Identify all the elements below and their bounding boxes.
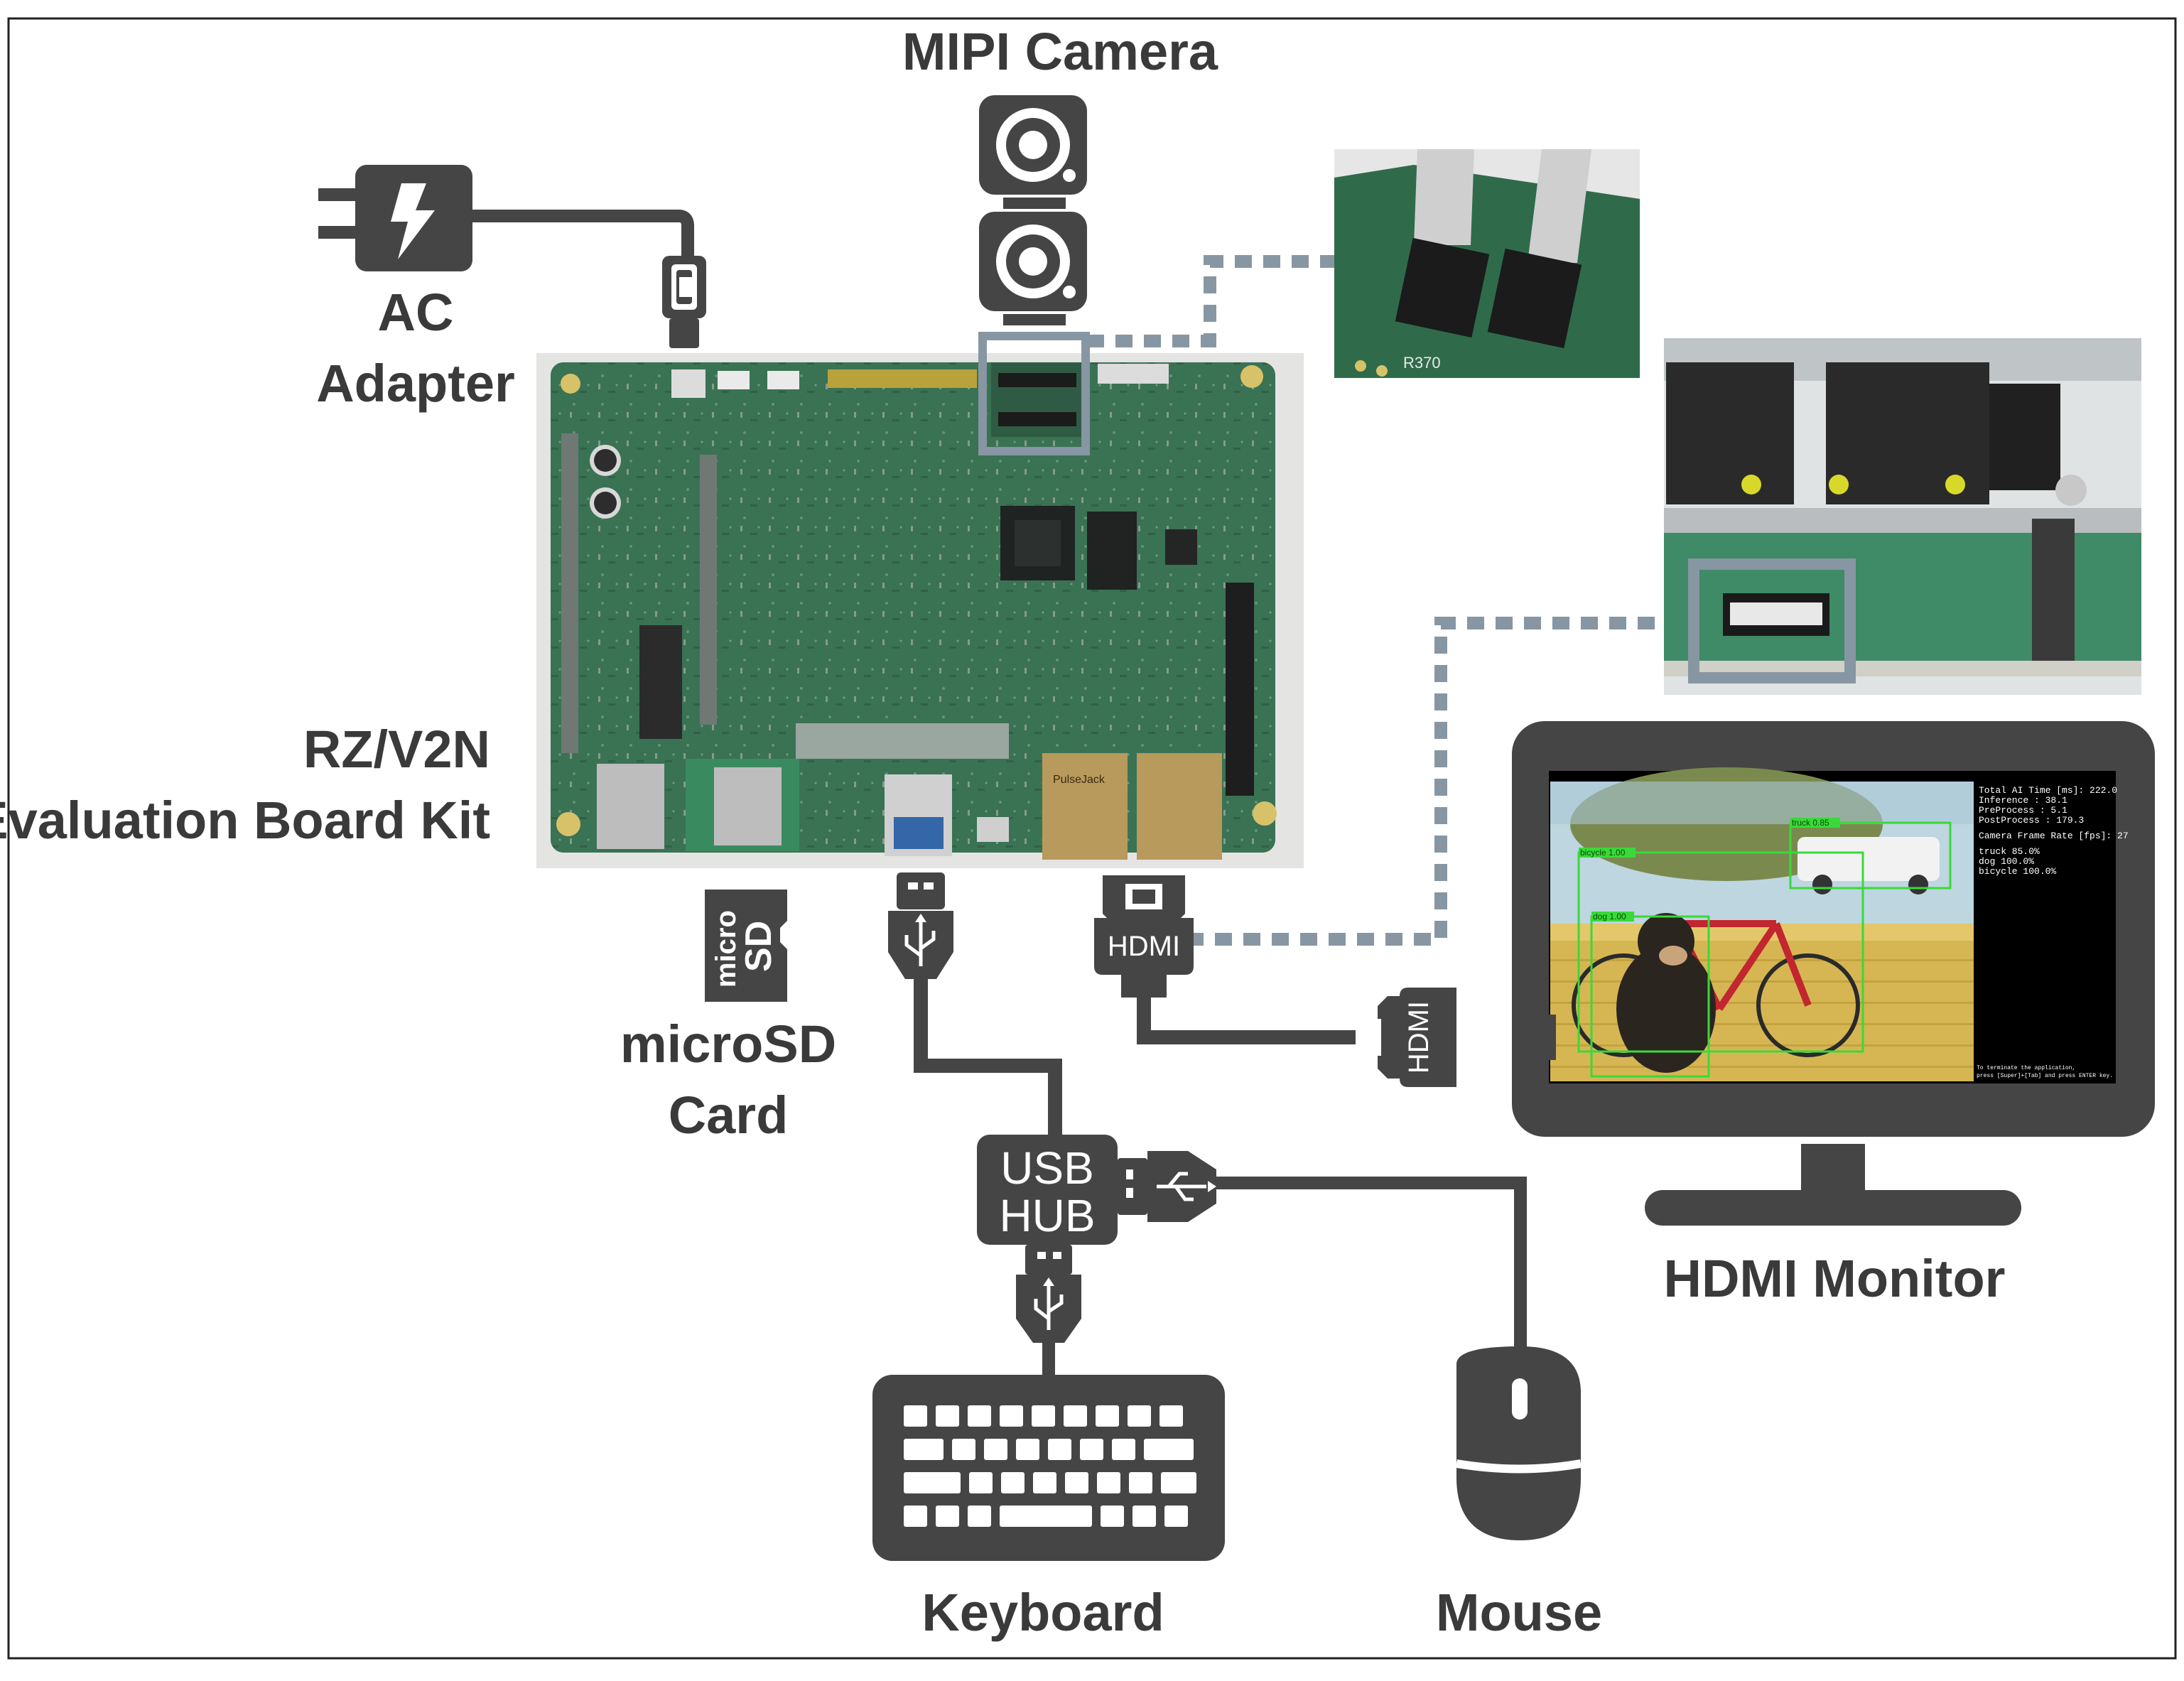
keyboard-key xyxy=(969,1472,993,1493)
label-mipi-camera: MIPI Camera xyxy=(902,22,1218,81)
usb-a-plug-icon xyxy=(1016,1245,1081,1343)
screen-footer-line-2: press [Super]+[Tab] and press ENTER key. xyxy=(1977,1073,2113,1079)
keyboard-key xyxy=(1144,1439,1194,1460)
usb-a-plug-icon xyxy=(888,872,953,979)
label-card: Card xyxy=(669,1086,789,1145)
stat-inference: Inference : 38.1 xyxy=(1979,795,2067,806)
camera-icon xyxy=(979,212,1087,325)
stat-truck: truck 85.0% xyxy=(1979,846,2040,857)
keyboard-key xyxy=(1159,1405,1183,1427)
keyboard-key xyxy=(1000,1506,1092,1527)
detection-box-truck xyxy=(1789,821,1952,890)
label-hdmi-monitor: HDMI Monitor xyxy=(1664,1249,2006,1308)
keyboard-key xyxy=(1161,1472,1196,1493)
usb-hub-label-line-2: HUB xyxy=(999,1190,1095,1241)
label-board-name: RZ/V2N xyxy=(303,720,490,779)
detection-box-bicycle xyxy=(1577,851,1864,1053)
hdmi-cable-board-to-monitor xyxy=(1137,995,1375,1044)
label-ac: AC xyxy=(378,283,454,342)
label-keyboard: Keyboard xyxy=(921,1583,1164,1642)
stat-total-ai-time: Total AI Time [ms]: 222.0 xyxy=(1979,785,2117,796)
diagram-frame xyxy=(7,17,2177,1660)
keyboard-key xyxy=(1032,1405,1055,1427)
camera-connector-highlight xyxy=(978,332,1090,455)
usb-hub-label-line-1: USB xyxy=(1000,1142,1094,1194)
keyboard-key xyxy=(1164,1506,1188,1527)
keyboard-key xyxy=(1064,1405,1087,1427)
detection-box-dog xyxy=(1590,915,1710,1078)
usb-cable-board-to-hub xyxy=(914,979,1062,1135)
stat-preprocess: PreProcess : 5.1 xyxy=(1979,805,2067,816)
monitor-screen: bicycle 1.00 truck 0.85 dog 1.00 Total A… xyxy=(1549,767,2129,1083)
keyboard-key xyxy=(904,1506,927,1527)
hdmi-plug-label: HDMI xyxy=(1403,1001,1434,1074)
label-adapter: Adapter xyxy=(316,354,515,413)
keyboard-key xyxy=(1000,1405,1023,1427)
label-mouse: Mouse xyxy=(1436,1583,1602,1642)
microsd-icon: micro SD xyxy=(705,890,787,1002)
keyboard-key xyxy=(952,1439,975,1460)
keyboard-key xyxy=(1112,1439,1135,1460)
label-board-kit: Evaluation Board Kit xyxy=(0,791,490,850)
closeup-silkscreen-r370: R370 xyxy=(1403,354,1441,372)
usb-a-plug-icon xyxy=(1118,1151,1216,1222)
keyboard-key xyxy=(1065,1472,1088,1493)
keyboard-key xyxy=(1048,1439,1071,1460)
microsd-icon-text-micro: micro xyxy=(710,910,742,988)
keyboard-key xyxy=(1129,1472,1152,1493)
keyboard-key xyxy=(984,1439,1007,1460)
board-silkscreen-pulsejack: PulseJack xyxy=(1053,774,1105,786)
keyboard-key xyxy=(1096,1405,1119,1427)
keyboard-key xyxy=(936,1405,959,1427)
usb-c-plug-icon xyxy=(662,256,706,348)
hdmi-closeup-link xyxy=(1186,617,1663,946)
keyboard-key xyxy=(1001,1472,1025,1493)
keyboard-key xyxy=(904,1472,961,1493)
usb-hub-icon: USB HUB xyxy=(977,1135,1118,1245)
keyboard-key xyxy=(1128,1405,1151,1427)
hdmi-plug-label: HDMI xyxy=(1108,931,1180,962)
detection-label-dog: dog 1.00 xyxy=(1593,912,1626,921)
power-plug-icon xyxy=(318,165,694,271)
hdmi-port-closeup-photo xyxy=(1664,338,2141,695)
evaluation-board-photo: PulseJack xyxy=(536,332,1304,868)
stat-camera-frame-rate: Camera Frame Rate [fps]: 27 xyxy=(1979,831,2129,841)
keyboard-key xyxy=(1101,1506,1124,1527)
keyboard-key xyxy=(1132,1506,1156,1527)
keyboard-key xyxy=(968,1405,991,1427)
stat-dog: dog 100.0% xyxy=(1979,856,2034,867)
keyboard-key xyxy=(1033,1472,1056,1493)
hdmi-plug-icon: HDMI xyxy=(1094,875,1194,998)
hdmi-port-highlight xyxy=(1688,558,1856,683)
screen-footer-line-1: To terminate the application, xyxy=(1977,1065,2075,1071)
stat-bicycle: bicycle 100.0% xyxy=(1979,866,2056,877)
keyboard-key xyxy=(904,1405,927,1427)
keyboard-key xyxy=(1080,1439,1103,1460)
keyboard-icon xyxy=(872,1375,1225,1561)
keyboard-key xyxy=(904,1439,944,1460)
keyboard-key xyxy=(1016,1439,1039,1460)
mouse-icon xyxy=(1456,1346,1582,1540)
detection-label-truck: truck 0.85 xyxy=(1792,818,1829,828)
usb-cable-hub-to-mouse xyxy=(1216,1177,1527,1353)
camera-icon xyxy=(979,95,1087,209)
keyboard-key xyxy=(936,1506,959,1527)
detection-label-bicycle: bicycle 1.00 xyxy=(1580,848,1626,858)
hdmi-plug-icon: HDMI xyxy=(1356,988,1556,1087)
camera-connector-closeup-photo: R370 xyxy=(1334,149,1640,378)
microsd-icon-text-sd: SD xyxy=(738,921,779,972)
label-microsd: microSD xyxy=(620,1015,836,1074)
keyboard-key xyxy=(968,1506,991,1527)
stat-postprocess: PostProcess : 179.3 xyxy=(1979,815,2084,826)
keyboard-key xyxy=(1097,1472,1120,1493)
camera-closeup-link xyxy=(1087,255,1334,347)
